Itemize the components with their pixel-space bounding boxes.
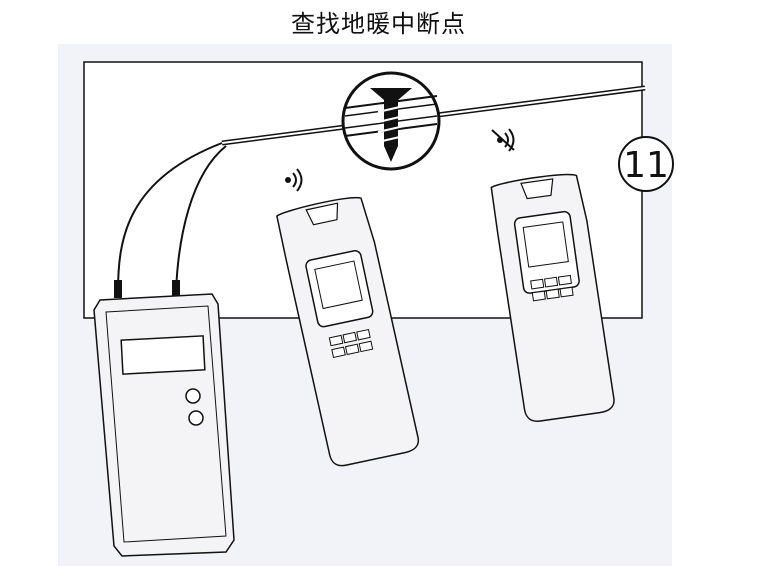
receiver-left xyxy=(276,196,420,467)
page-title: 查找地暖中断点 xyxy=(291,10,466,38)
break-point-magnifier xyxy=(341,71,441,171)
transmitter-device xyxy=(93,293,235,557)
test-leads xyxy=(114,142,227,298)
signal-off-icon xyxy=(491,128,515,152)
transmitter-button-2 xyxy=(188,410,204,426)
step-number: 11 xyxy=(623,145,669,186)
receiver-right xyxy=(490,173,615,422)
signal-on-icon xyxy=(285,168,303,192)
transmitter-display xyxy=(120,335,206,375)
transmitter-button-1 xyxy=(185,388,201,404)
step-number-circle xyxy=(618,136,674,192)
